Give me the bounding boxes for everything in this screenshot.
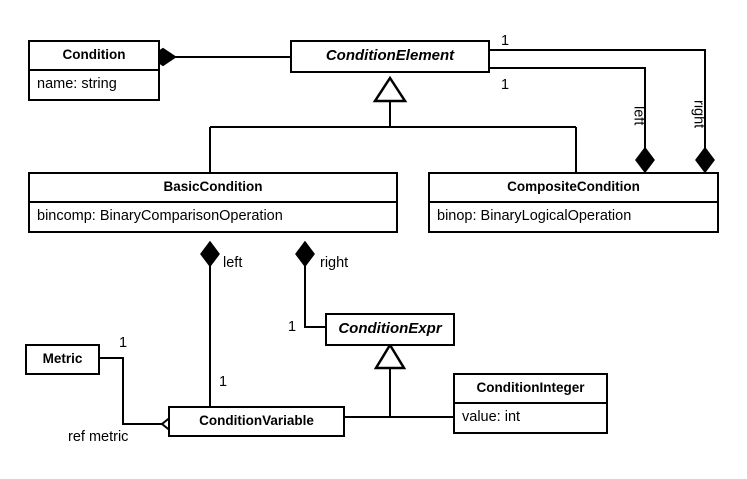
label-multiplicity-condition-expr: 1 bbox=[288, 319, 297, 335]
edge-metric-to-variable bbox=[100, 357, 162, 425]
class-attribute-composite-condition-binop: binop: BinaryLogicalOperation bbox=[430, 200, 717, 231]
class-condition[interactable]: Condition name: string bbox=[28, 40, 160, 101]
class-name-metric: Metric bbox=[42, 351, 83, 366]
class-attribute-basic-condition-bincomp: bincomp: BinaryComparisonOperation bbox=[30, 200, 396, 231]
class-name-basic-condition: BasicCondition bbox=[163, 179, 263, 194]
label-role-composite-left: left bbox=[630, 106, 647, 126]
filled-diamond-basic-right bbox=[295, 240, 315, 268]
class-condition-expr[interactable]: ConditionExpr bbox=[325, 313, 455, 346]
label-multiplicity-composite-left: 1 bbox=[501, 77, 510, 93]
class-condition-variable[interactable]: ConditionVariable bbox=[168, 406, 345, 437]
edge-basic-right-to-expr bbox=[304, 254, 325, 328]
class-metric[interactable]: Metric bbox=[25, 344, 100, 375]
generalization-triangle-conditionexpr bbox=[373, 342, 407, 370]
class-name-condition: Condition bbox=[62, 47, 126, 62]
class-name-condition-integer: ConditionInteger bbox=[476, 380, 585, 395]
class-attribute-condition-name: name: string bbox=[30, 68, 158, 99]
class-condition-element[interactable]: ConditionElement bbox=[290, 40, 490, 73]
class-attribute-condition-integer-value: value: int bbox=[455, 401, 606, 432]
class-name-condition-element: ConditionElement bbox=[325, 47, 455, 64]
edge-conditionelement-composite-left bbox=[490, 67, 646, 163]
class-basic-condition[interactable]: BasicCondition bincomp: BinaryComparison… bbox=[28, 172, 398, 233]
filled-diamond-composite-right bbox=[695, 146, 715, 174]
label-multiplicity-condition-variable: 1 bbox=[219, 374, 228, 390]
label-role-composite-right: right bbox=[690, 100, 707, 129]
label-role-ref-metric: ref metric bbox=[68, 429, 129, 445]
filled-diamond-composite-left bbox=[635, 146, 655, 174]
label-multiplicity-metric: 1 bbox=[119, 335, 128, 351]
class-name-condition-expr: ConditionExpr bbox=[338, 320, 442, 337]
label-role-basic-left: left bbox=[223, 255, 243, 271]
label-role-basic-right: right bbox=[320, 255, 349, 271]
generalization-triangle-conditionelement bbox=[372, 75, 408, 103]
class-name-composite-condition: CompositeCondition bbox=[507, 179, 640, 194]
edge-conditionelement-composite-right bbox=[490, 49, 706, 163]
class-composite-condition[interactable]: CompositeCondition binop: BinaryLogicalO… bbox=[428, 172, 719, 233]
label-multiplicity-composite-right: 1 bbox=[501, 33, 510, 49]
class-condition-integer[interactable]: ConditionInteger value: int bbox=[453, 373, 608, 434]
class-name-condition-variable: ConditionVariable bbox=[199, 413, 314, 428]
filled-diamond-basic-left bbox=[200, 240, 220, 268]
